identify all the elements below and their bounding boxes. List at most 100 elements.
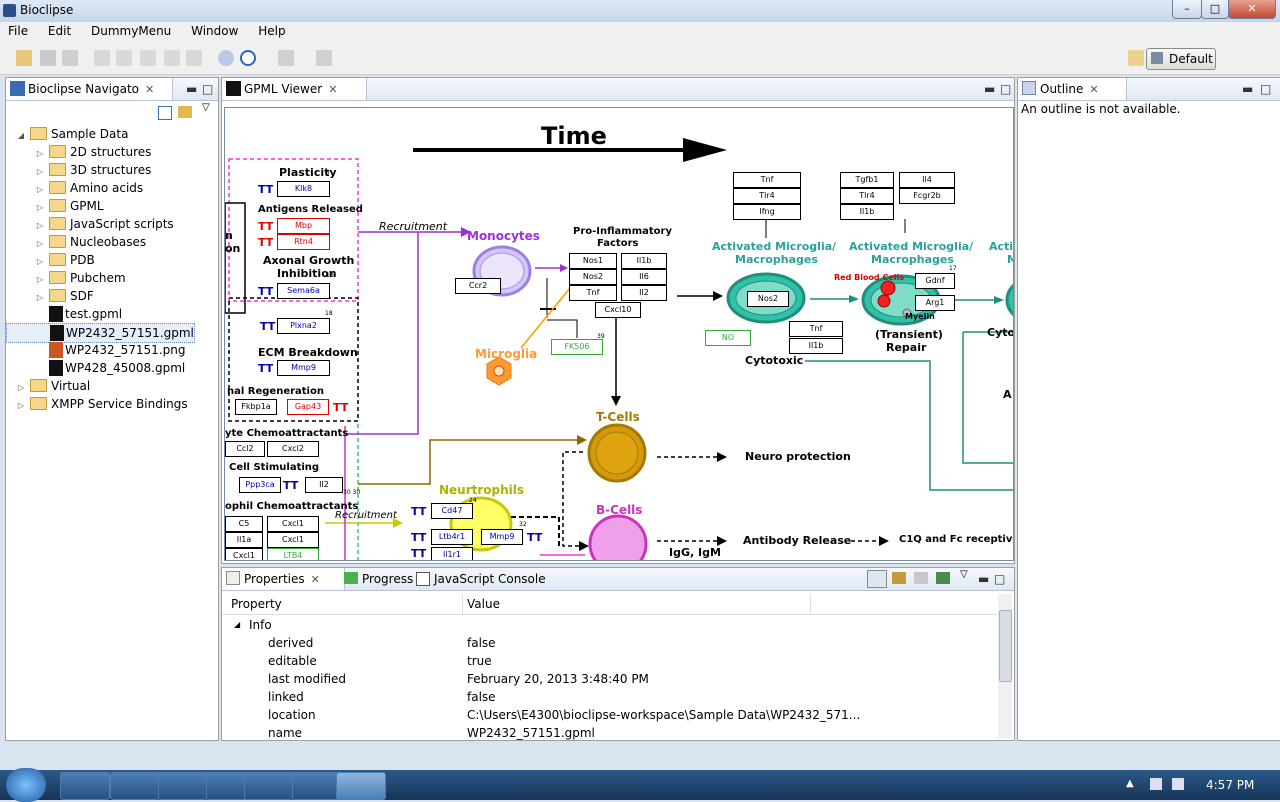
gene-nos2b[interactable]: Nos2 xyxy=(747,291,789,307)
gene-klk8[interactable]: Klk8 xyxy=(277,181,330,197)
expand-icon[interactable]: ▷ xyxy=(36,221,44,230)
gene-il1a[interactable]: Il1a xyxy=(225,532,263,548)
tray-expand-icon[interactable]: ▲ xyxy=(1126,778,1134,789)
help-icon[interactable] xyxy=(240,50,256,66)
tree-item[interactable]: ▷3D structures xyxy=(6,161,151,179)
forward-icon[interactable] xyxy=(316,50,332,66)
menu-help[interactable]: Help xyxy=(258,24,286,38)
gene-il4[interactable]: Il4 xyxy=(899,172,955,188)
expand-icon[interactable]: ▷ xyxy=(36,293,44,302)
gene-il2[interactable]: Il2 xyxy=(305,477,343,493)
tool-taskbar-icon[interactable] xyxy=(292,772,342,800)
view-menu-icon[interactable]: ▽ xyxy=(960,569,968,580)
gene-nos2[interactable]: Nos2 xyxy=(569,269,617,285)
gene-il1r1[interactable]: Il1r1 xyxy=(431,547,473,560)
start-button[interactable] xyxy=(6,768,46,802)
tab-properties[interactable]: Properties✕ xyxy=(222,568,345,590)
gene-arg1[interactable]: Arg1 xyxy=(915,295,955,311)
search-icon[interactable] xyxy=(218,50,234,66)
gene-il1b3[interactable]: Il1b xyxy=(840,204,894,220)
perspective-default-button[interactable]: Default xyxy=(1146,48,1216,70)
gene-cxcl2[interactable]: Cxcl2 xyxy=(267,441,319,457)
gene-tlr4b[interactable]: Tlr4 xyxy=(840,188,894,204)
gene-tnf3[interactable]: Tnf xyxy=(789,321,843,337)
tree-item[interactable]: ▷Pubchem xyxy=(6,269,126,287)
tree-item[interactable]: test.gpml xyxy=(6,305,122,323)
link-editor-icon[interactable] xyxy=(178,106,192,118)
expand-icon[interactable]: ◢ xyxy=(234,620,241,629)
print-icon[interactable] xyxy=(62,50,78,66)
gene-cd47[interactable]: Cd47 xyxy=(431,503,473,519)
gene-plxna2[interactable]: Plxna2 xyxy=(277,318,330,334)
maximize-icon[interactable]: □ xyxy=(994,572,1006,586)
pathway-diagram[interactable]: Time Plasticity 2 TT Klk8 Antigens Relea… xyxy=(224,107,1014,561)
gene-fkbp1a[interactable]: Fkbp1a xyxy=(235,399,277,415)
expand-icon[interactable]: ▷ xyxy=(36,167,44,176)
restore-default-icon[interactable] xyxy=(914,572,928,584)
expand-icon[interactable]: ▷ xyxy=(36,203,44,212)
clock[interactable]: 4:57 PM xyxy=(1206,778,1255,792)
expand-icon[interactable]: ▷ xyxy=(36,149,44,158)
menu-window[interactable]: Window xyxy=(191,24,239,38)
menu-dummymenu[interactable]: DummyMenu xyxy=(91,24,172,38)
tree-item[interactable]: ◢Sample Data xyxy=(6,125,128,143)
tree-item[interactable]: WP428_45008.gpml xyxy=(6,359,185,377)
minimize-icon[interactable]: ▬ xyxy=(1242,82,1254,96)
bioclipse-taskbar-icon[interactable] xyxy=(336,772,386,800)
close-icon[interactable]: ✕ xyxy=(310,573,320,586)
expand-icon[interactable]: ▷ xyxy=(17,383,25,392)
gene-il2b[interactable]: Il2 xyxy=(621,285,667,301)
tree-item[interactable]: ▷JavaScript scripts xyxy=(6,215,174,233)
minimize-icon[interactable]: ▬ xyxy=(186,82,198,96)
chrome-taskbar-icon[interactable] xyxy=(60,772,110,800)
gene-gap43[interactable]: Gap43 xyxy=(287,399,329,415)
gene-sema6a[interactable]: Sema6a xyxy=(277,283,330,299)
gene-no[interactable]: NO xyxy=(705,330,751,346)
expand-icon[interactable]: ▷ xyxy=(36,239,44,248)
expand-icon[interactable]: ▷ xyxy=(36,185,44,194)
new-icon[interactable] xyxy=(16,50,32,66)
maximize-button[interactable]: □ xyxy=(1201,0,1229,19)
minimize-icon[interactable]: ▬ xyxy=(978,572,990,586)
pin-icon[interactable] xyxy=(936,572,950,584)
tree-item[interactable]: ▷Nucleobases xyxy=(6,233,146,251)
tree-item[interactable]: ▷GPML xyxy=(6,197,104,215)
close-icon[interactable]: ✕ xyxy=(1089,83,1099,96)
gene-tnf2[interactable]: Tnf xyxy=(733,172,801,188)
gene-cxcl1c[interactable]: Cxcl1 xyxy=(225,548,263,560)
tab-progress[interactable]: Progress xyxy=(342,572,413,586)
gene-c5[interactable]: C5 xyxy=(225,516,263,532)
gene-ltb4r1[interactable]: Ltb4r1 xyxy=(431,529,473,545)
copy-icon[interactable] xyxy=(116,50,132,66)
gene-fk506[interactable]: FK506 xyxy=(551,339,603,355)
view-menu-icon[interactable]: ▽ xyxy=(202,102,210,113)
advanced-icon[interactable] xyxy=(892,572,906,584)
maximize-icon[interactable]: □ xyxy=(1260,82,1272,96)
undo-icon[interactable] xyxy=(164,50,180,66)
tree-item[interactable]: ▷Virtual xyxy=(6,377,90,395)
gene-rtn4[interactable]: Rtn4 xyxy=(277,234,330,250)
gene-gdnf[interactable]: Gdnf xyxy=(915,273,955,289)
gene-nos1[interactable]: Nos1 xyxy=(569,253,617,269)
column-property[interactable]: Property xyxy=(231,597,282,611)
gene-ppp3ca[interactable]: Ppp3ca xyxy=(239,477,281,493)
save-icon[interactable] xyxy=(40,50,56,66)
tree-item[interactable]: ▷Amino acids xyxy=(6,179,143,197)
info-group-row[interactable]: ◢ Info xyxy=(222,616,997,634)
expand-icon[interactable]: ▷ xyxy=(17,401,25,410)
redo-icon[interactable] xyxy=(186,50,202,66)
gene-tnf[interactable]: Tnf xyxy=(569,285,617,301)
gene-fcgr2b[interactable]: Fcgr2b xyxy=(899,188,955,204)
tree-item[interactable]: WP2432_57151.gpml xyxy=(6,323,195,343)
gene-cxcl1b[interactable]: Cxcl1 xyxy=(267,532,319,548)
categories-icon[interactable] xyxy=(867,570,887,588)
tree-item[interactable]: ▷SDF xyxy=(6,287,94,305)
gene-mmp9[interactable]: Mmp9 xyxy=(277,360,330,376)
network-icon[interactable] xyxy=(1172,778,1184,790)
gene-ltb4[interactable]: LTB4 xyxy=(267,548,319,560)
